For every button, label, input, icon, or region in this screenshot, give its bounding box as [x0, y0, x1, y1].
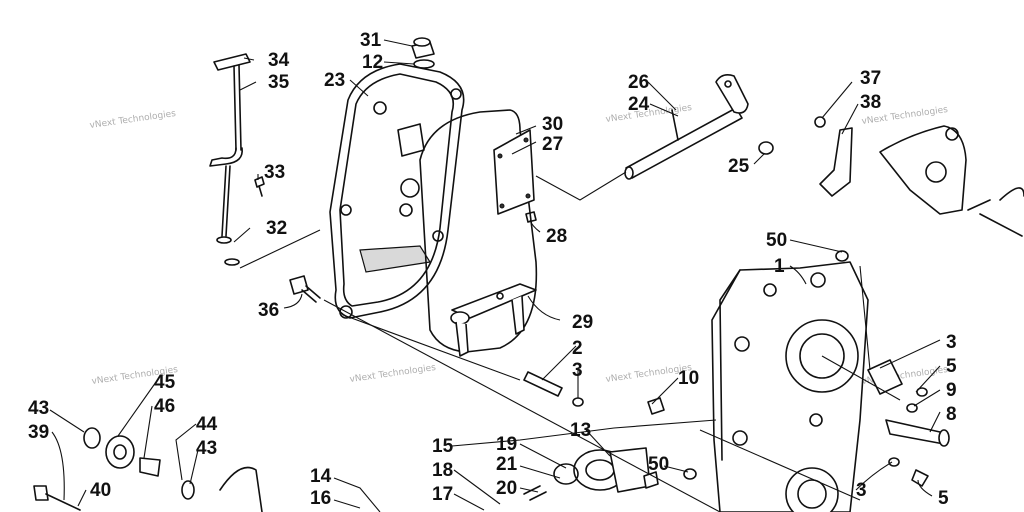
cover-gasket — [419, 109, 538, 353]
callout-34: 34 — [268, 50, 290, 71]
callout-39: 39 — [28, 422, 49, 443]
watermark-text: vNext Technologies — [89, 109, 177, 131]
callout-3-lower: 3 — [856, 480, 867, 501]
callout-24: 24 — [628, 94, 650, 115]
callout-33: 33 — [264, 162, 285, 183]
callout-8: 8 — [946, 404, 957, 425]
callout-15: 15 — [432, 436, 454, 457]
nut-50-lower — [683, 468, 697, 480]
callout-50-upper: 50 — [766, 230, 787, 251]
small-screw-33 — [254, 176, 265, 197]
bolt-36 — [289, 275, 321, 303]
gear-case — [711, 261, 869, 512]
callout-36: 36 — [258, 300, 279, 321]
callout-27: 27 — [542, 134, 563, 155]
right-hardware — [867, 359, 950, 487]
bracket-29 — [450, 283, 537, 357]
callout-43-left: 43 — [28, 398, 49, 419]
upper-right-housing — [814, 116, 1024, 237]
callout-16: 16 — [310, 488, 331, 509]
callout-5-right: 5 — [946, 356, 957, 377]
cover-plate — [493, 129, 535, 215]
callout-2: 2 — [572, 338, 583, 359]
callout-17: 17 — [432, 484, 453, 505]
callout-9: 9 — [946, 380, 957, 401]
screw-28 — [525, 211, 537, 223]
fill-plug — [411, 37, 435, 69]
callout-12: 12 — [362, 52, 383, 73]
callout-44: 44 — [196, 414, 218, 435]
leader-lines — [49, 39, 941, 512]
callout-28: 28 — [546, 226, 567, 247]
callout-1: 1 — [774, 256, 785, 277]
callout-18: 18 — [432, 460, 453, 481]
callout-45: 45 — [154, 372, 176, 393]
callout-35: 35 — [268, 72, 290, 93]
callout-14: 14 — [310, 466, 332, 487]
callout-21: 21 — [496, 454, 518, 475]
lower-left-parts — [33, 427, 263, 512]
callout-30: 30 — [542, 114, 563, 135]
callout-3-right: 3 — [946, 332, 957, 353]
callout-50-lower: 50 — [648, 454, 669, 475]
callout-46: 46 — [154, 396, 175, 417]
callout-43-right: 43 — [196, 438, 217, 459]
chaincase-cover — [329, 63, 465, 319]
callout-20: 20 — [496, 478, 517, 499]
callout-37: 37 — [860, 68, 881, 89]
dipstick-assembly — [209, 53, 251, 266]
callout-23: 23 — [324, 70, 345, 91]
watermark-text: vNext Technologies — [349, 363, 437, 385]
callout-29: 29 — [572, 312, 593, 333]
callout-32: 32 — [266, 218, 287, 239]
callout-labels: 34 35 33 32 23 31 12 30 27 28 29 36 26 2… — [28, 30, 957, 509]
nut-50-upper — [835, 250, 849, 262]
callout-10: 10 — [678, 368, 699, 389]
callout-13: 13 — [570, 420, 591, 441]
callout-25: 25 — [728, 156, 750, 177]
callout-3-mid: 3 — [572, 360, 583, 381]
callout-38: 38 — [860, 92, 881, 113]
callout-5-lower: 5 — [938, 488, 949, 509]
callout-40: 40 — [90, 480, 111, 501]
callout-19: 19 — [496, 434, 517, 455]
callout-31: 31 — [360, 30, 382, 51]
housing-13 — [523, 447, 659, 501]
callout-26: 26 — [628, 72, 649, 93]
